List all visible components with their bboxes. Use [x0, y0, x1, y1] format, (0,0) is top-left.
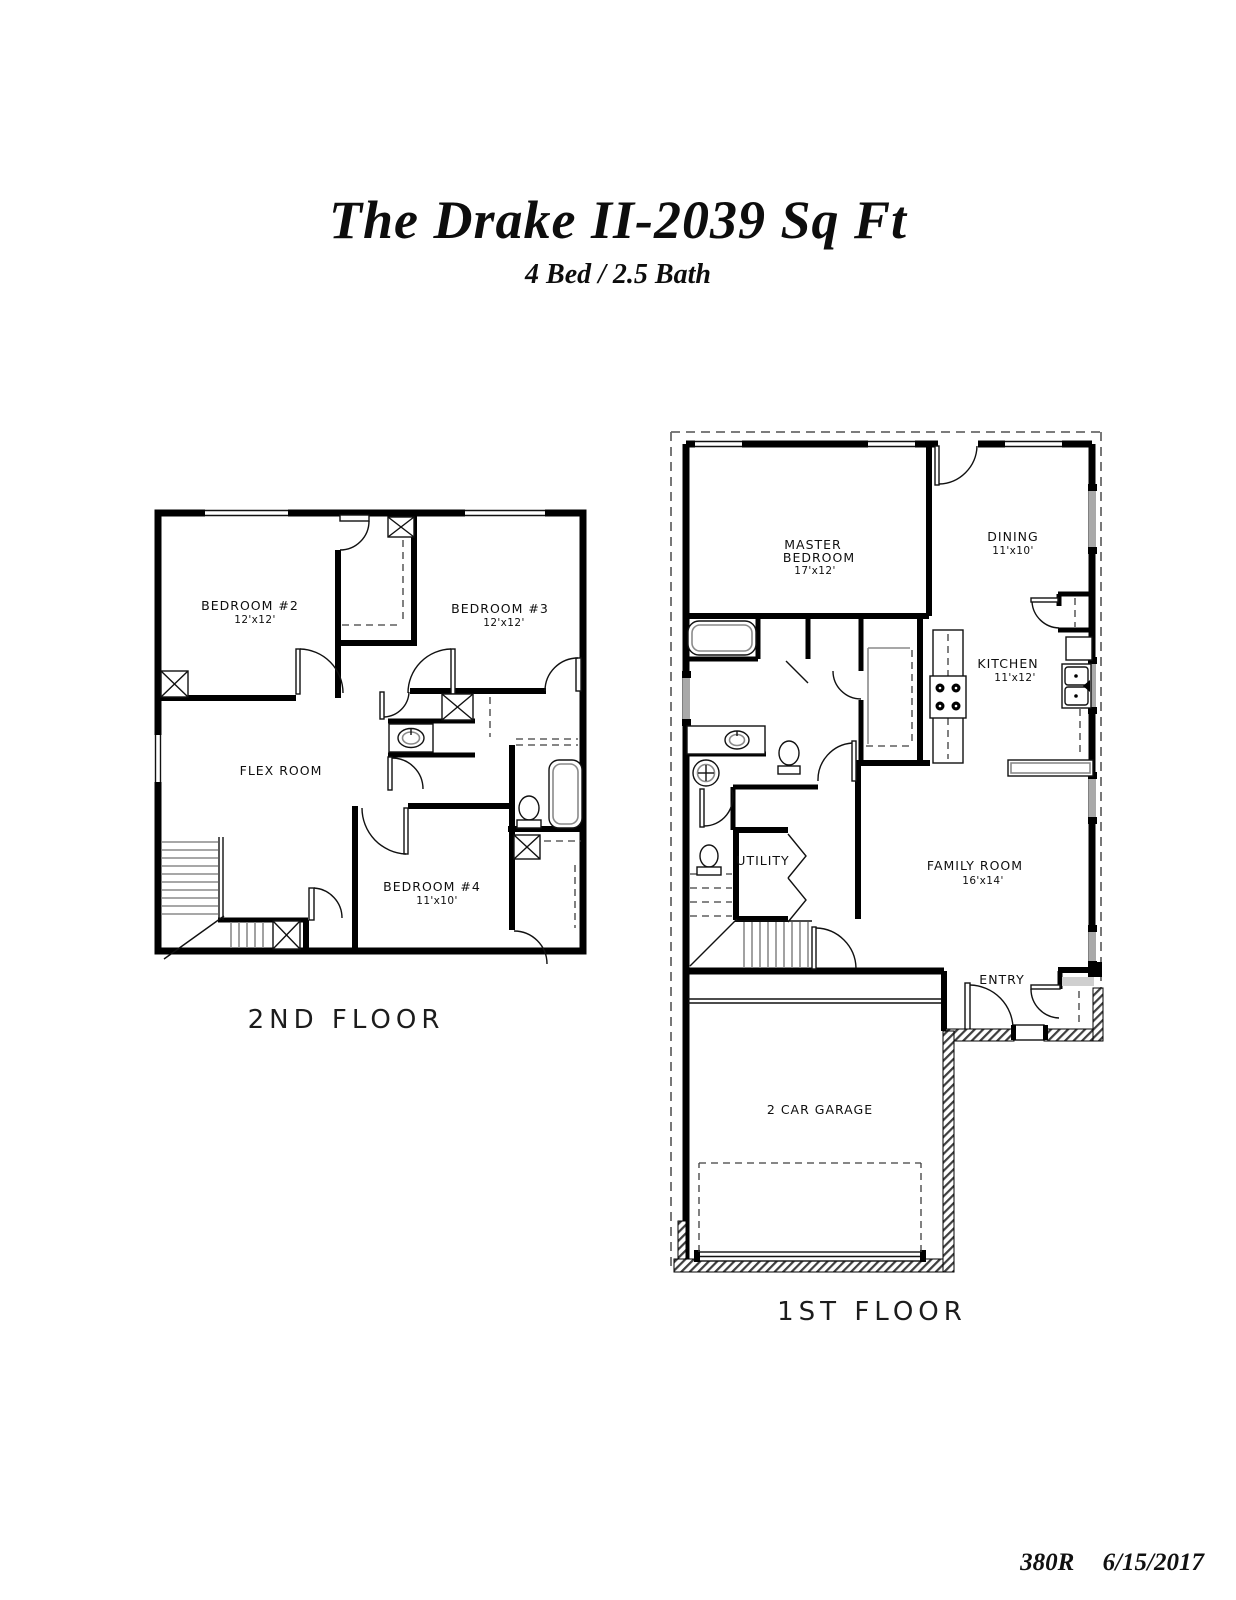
staircase [162, 837, 264, 960]
room-label-bedroom2: BEDROOM #2 [201, 598, 299, 613]
room-label-utility: UTILITY [736, 853, 789, 868]
room-dim-family: 16'x14' [962, 875, 1004, 887]
page-title: The Drake II-2039 Sq Ft [328, 190, 908, 250]
room-dim-bedroom2: 12'x12' [234, 614, 276, 626]
room-label-bedroom4: BEDROOM #4 [383, 879, 481, 894]
toilet-icon [516, 795, 542, 829]
room-dim-master: 17'x12' [794, 565, 836, 577]
counter-peninsula [1007, 759, 1094, 777]
room-dim-bedroom4: 11'x10' [416, 895, 458, 907]
vanity-sink-icon [686, 725, 766, 755]
room-label-entry: ENTRY [979, 972, 1024, 987]
toilet-icon-powder [696, 844, 722, 876]
stove-icon [929, 675, 967, 719]
closet-dashes [866, 598, 1094, 1025]
room-label-dining: DINING [987, 529, 1038, 544]
bathroom-fixtures [388, 723, 583, 829]
porch-step [1011, 1024, 1048, 1041]
right-wall-windows [1088, 484, 1097, 968]
exterior-walls [154, 509, 587, 955]
bathtub-icon [687, 620, 757, 656]
room-dim-kitchen: 11'x12' [994, 672, 1036, 684]
doors [699, 439, 1061, 1031]
room-label-family: FAMILY ROOM [927, 858, 1023, 873]
first-floor-caption: 1ST FLOOR [777, 1297, 967, 1327]
windows [682, 439, 1097, 968]
roof-outline [670, 431, 1102, 1269]
room-label-bedroom3: BEDROOM #3 [451, 601, 549, 616]
page-subtitle: 4 Bed / 2.5 Bath [525, 258, 711, 290]
room-labels: BEDROOM #2 12'x12' BEDROOM #3 12'x12' FL… [201, 598, 549, 1035]
sheet-header: The Drake II-2039 Sq Ft 4 Bed / 2.5 Bath [0, 192, 1236, 291]
doors [295, 514, 582, 965]
plan-date: 6/15/2017 [1102, 1549, 1204, 1576]
second-floor-caption: 2ND FLOOR [248, 1005, 445, 1035]
second-floor-plan: BEDROOM #2 12'x12' BEDROOM #3 12'x12' FL… [153, 508, 587, 1035]
room-label-kitchen: KITCHEN [977, 656, 1038, 671]
shower-door [785, 660, 809, 684]
left-wall-window [682, 671, 691, 726]
fixtures [686, 620, 1094, 876]
porch-and-garage [673, 987, 1104, 1273]
interior-walls [686, 444, 1092, 989]
bathtub-icon [548, 759, 583, 829]
toilet-icon-master [777, 740, 801, 775]
room-label-master-line1: MASTER [784, 537, 842, 552]
room-label-master-line2: BEDROOM [783, 550, 855, 565]
room-dim-bedroom3: 12'x12' [483, 617, 525, 629]
plan-code: 380R [1020, 1549, 1075, 1576]
pedestal-sink-icon [692, 759, 720, 787]
garage-door [694, 1162, 926, 1262]
first-floor-plan: MASTER BEDROOM 17'x12' DINING 11'x10' KI… [670, 431, 1104, 1327]
sink-icon [388, 723, 434, 753]
attic-access-boxes [160, 516, 541, 950]
room-label-flex: FLEX ROOM [240, 763, 323, 778]
interior-walls [158, 514, 583, 951]
staircase [689, 873, 812, 968]
room-dim-dining: 11'x10' [992, 545, 1034, 557]
plan-revision: 380R 6/15/2017 [998, 1549, 1204, 1577]
refrigerator-space [1065, 636, 1093, 661]
room-labels: MASTER BEDROOM 17'x12' DINING 11'x10' KI… [736, 529, 1038, 1327]
closet-dashes [342, 540, 581, 928]
room-label-garage: 2 CAR GARAGE [767, 1102, 873, 1117]
bifold-doors-utility [787, 833, 807, 923]
windows [153, 508, 545, 782]
kitchen-sink-icon [1061, 663, 1092, 709]
